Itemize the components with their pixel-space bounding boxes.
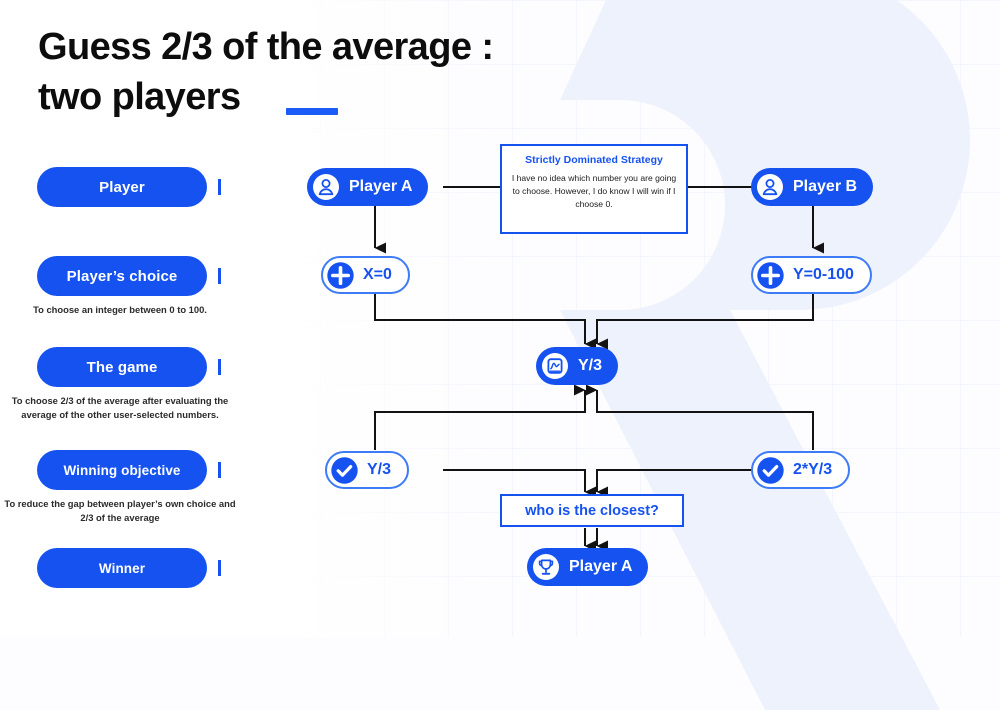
rail-caption-the-game: To choose 2/3 of the average after evalu… [11, 395, 229, 420]
node-player-a-label: Player A [349, 178, 413, 195]
plus-icon [755, 260, 785, 290]
rail-tick-the-game [218, 359, 221, 375]
rail-row-player: Player [0, 167, 300, 207]
rail-tick-winner [218, 560, 221, 576]
page-title: Guess 2/3 of the average : two players [38, 26, 494, 119]
rail-row-winning-objective: Winning objective To reduce the gap betw… [0, 450, 300, 524]
decision-who-is-the-closest[interactable]: who is the closest? [500, 494, 684, 527]
title-underline [286, 108, 338, 115]
rail-label-player[interactable]: Player [37, 167, 207, 207]
node-objective-player-a[interactable]: Y/3 [325, 451, 410, 489]
callout-body: I have no idea which number you are goin… [511, 173, 677, 209]
rail-label-players-choice[interactable]: Player’s choice [37, 256, 207, 296]
rail-row-the-game: The game To choose 2/3 of the average af… [0, 347, 300, 421]
node-choice-player-b-label: Y=0-100 [793, 266, 854, 283]
node-choice-player-b[interactable]: Y=0-100 [751, 256, 872, 294]
trophy-icon [531, 552, 561, 582]
rail-tick-players-choice [218, 268, 221, 284]
rail-row-players-choice: Player’s choice To choose an integer bet… [0, 256, 300, 317]
callout-title: Strictly Dominated Strategy [525, 154, 663, 166]
node-player-b-label: Player B [793, 178, 858, 195]
user-icon [311, 172, 341, 202]
check-icon [755, 455, 785, 485]
check-icon [329, 455, 359, 485]
node-the-game[interactable]: Y/3 [536, 347, 619, 385]
rail-row-winner: Winner [0, 548, 300, 588]
node-choice-player-a[interactable]: X=0 [321, 256, 410, 294]
rail-caption-winning-objective: To reduce the gap between player’s own c… [4, 498, 236, 523]
rail-label-winning-objective[interactable]: Winning objective [37, 450, 207, 490]
node-winner-label: Player A [569, 558, 633, 575]
node-choice-player-a-label: X=0 [363, 266, 392, 283]
node-player-b[interactable]: Player B [751, 168, 874, 206]
calculator-icon [540, 351, 570, 381]
node-objective-player-a-label: Y/3 [367, 461, 392, 478]
node-objective-player-b-label: 2*Y/3 [793, 461, 833, 478]
rail-caption-players-choice: To choose an integer between 0 to 100. [33, 304, 207, 315]
strictly-dominated-strategy-callout: Strictly Dominated Strategy I have no id… [500, 144, 688, 234]
node-the-game-label: Y/3 [578, 357, 603, 374]
node-player-a[interactable]: Player A [307, 168, 429, 206]
rail-tick-winning-objective [218, 462, 221, 478]
node-objective-player-b[interactable]: 2*Y/3 [751, 451, 851, 489]
user-icon [755, 172, 785, 202]
plus-icon [325, 260, 355, 290]
rail-label-the-game[interactable]: The game [37, 347, 207, 387]
rail-label-winner[interactable]: Winner [37, 548, 207, 588]
rail-tick-player [218, 179, 221, 195]
node-winner[interactable]: Player A [527, 548, 649, 586]
